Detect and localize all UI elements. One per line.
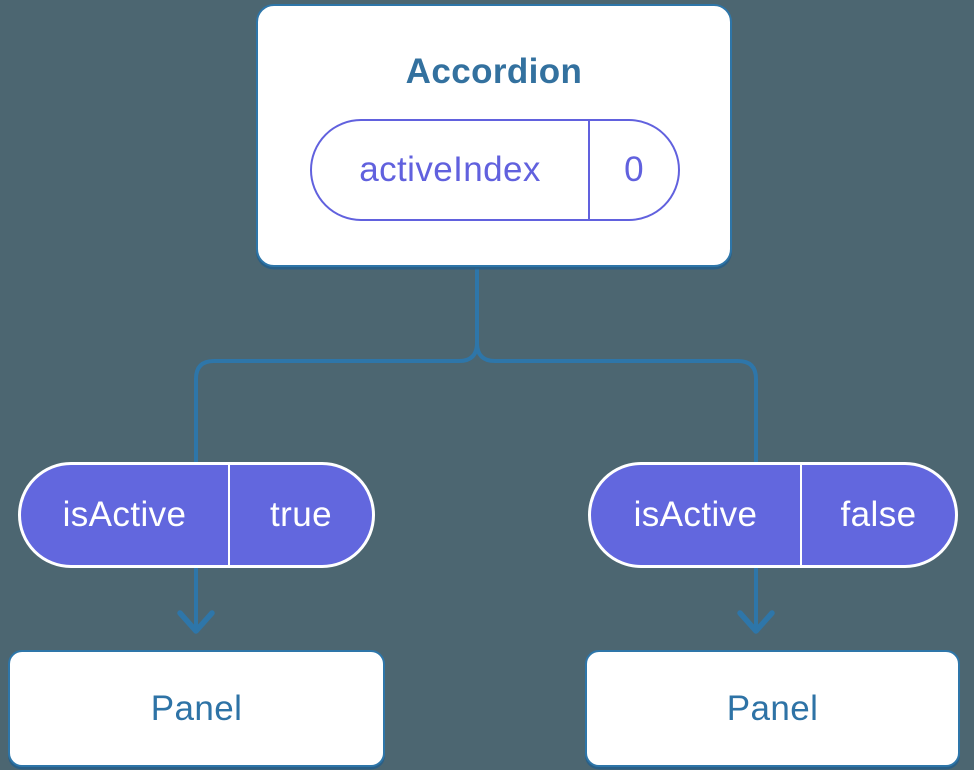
state-pill: activeIndex 0	[310, 119, 680, 221]
prop-value: false	[840, 495, 917, 534]
prop-value: true	[270, 495, 332, 534]
connector-right-branch	[475, 268, 758, 629]
state-name: activeIndex	[312, 121, 590, 219]
connector-left-branch	[194, 268, 479, 629]
prop-name: isActive	[591, 465, 802, 565]
panel-component-box: Panel	[585, 650, 960, 767]
arrow-down-icon	[177, 610, 215, 634]
arrow-down-icon	[737, 610, 775, 634]
panel-label: Panel	[150, 688, 243, 728]
panel-component-box: Panel	[8, 650, 385, 767]
component-title: Accordion	[405, 52, 583, 91]
panel-label: Panel	[726, 688, 819, 728]
state-value: 0	[624, 150, 644, 189]
prop-pill-isactive-true: isActive true	[18, 462, 375, 568]
prop-pill-isactive-false: isActive false	[588, 462, 958, 568]
prop-name: isActive	[21, 465, 230, 565]
accordion-component-box: Accordion activeIndex 0	[256, 4, 732, 267]
